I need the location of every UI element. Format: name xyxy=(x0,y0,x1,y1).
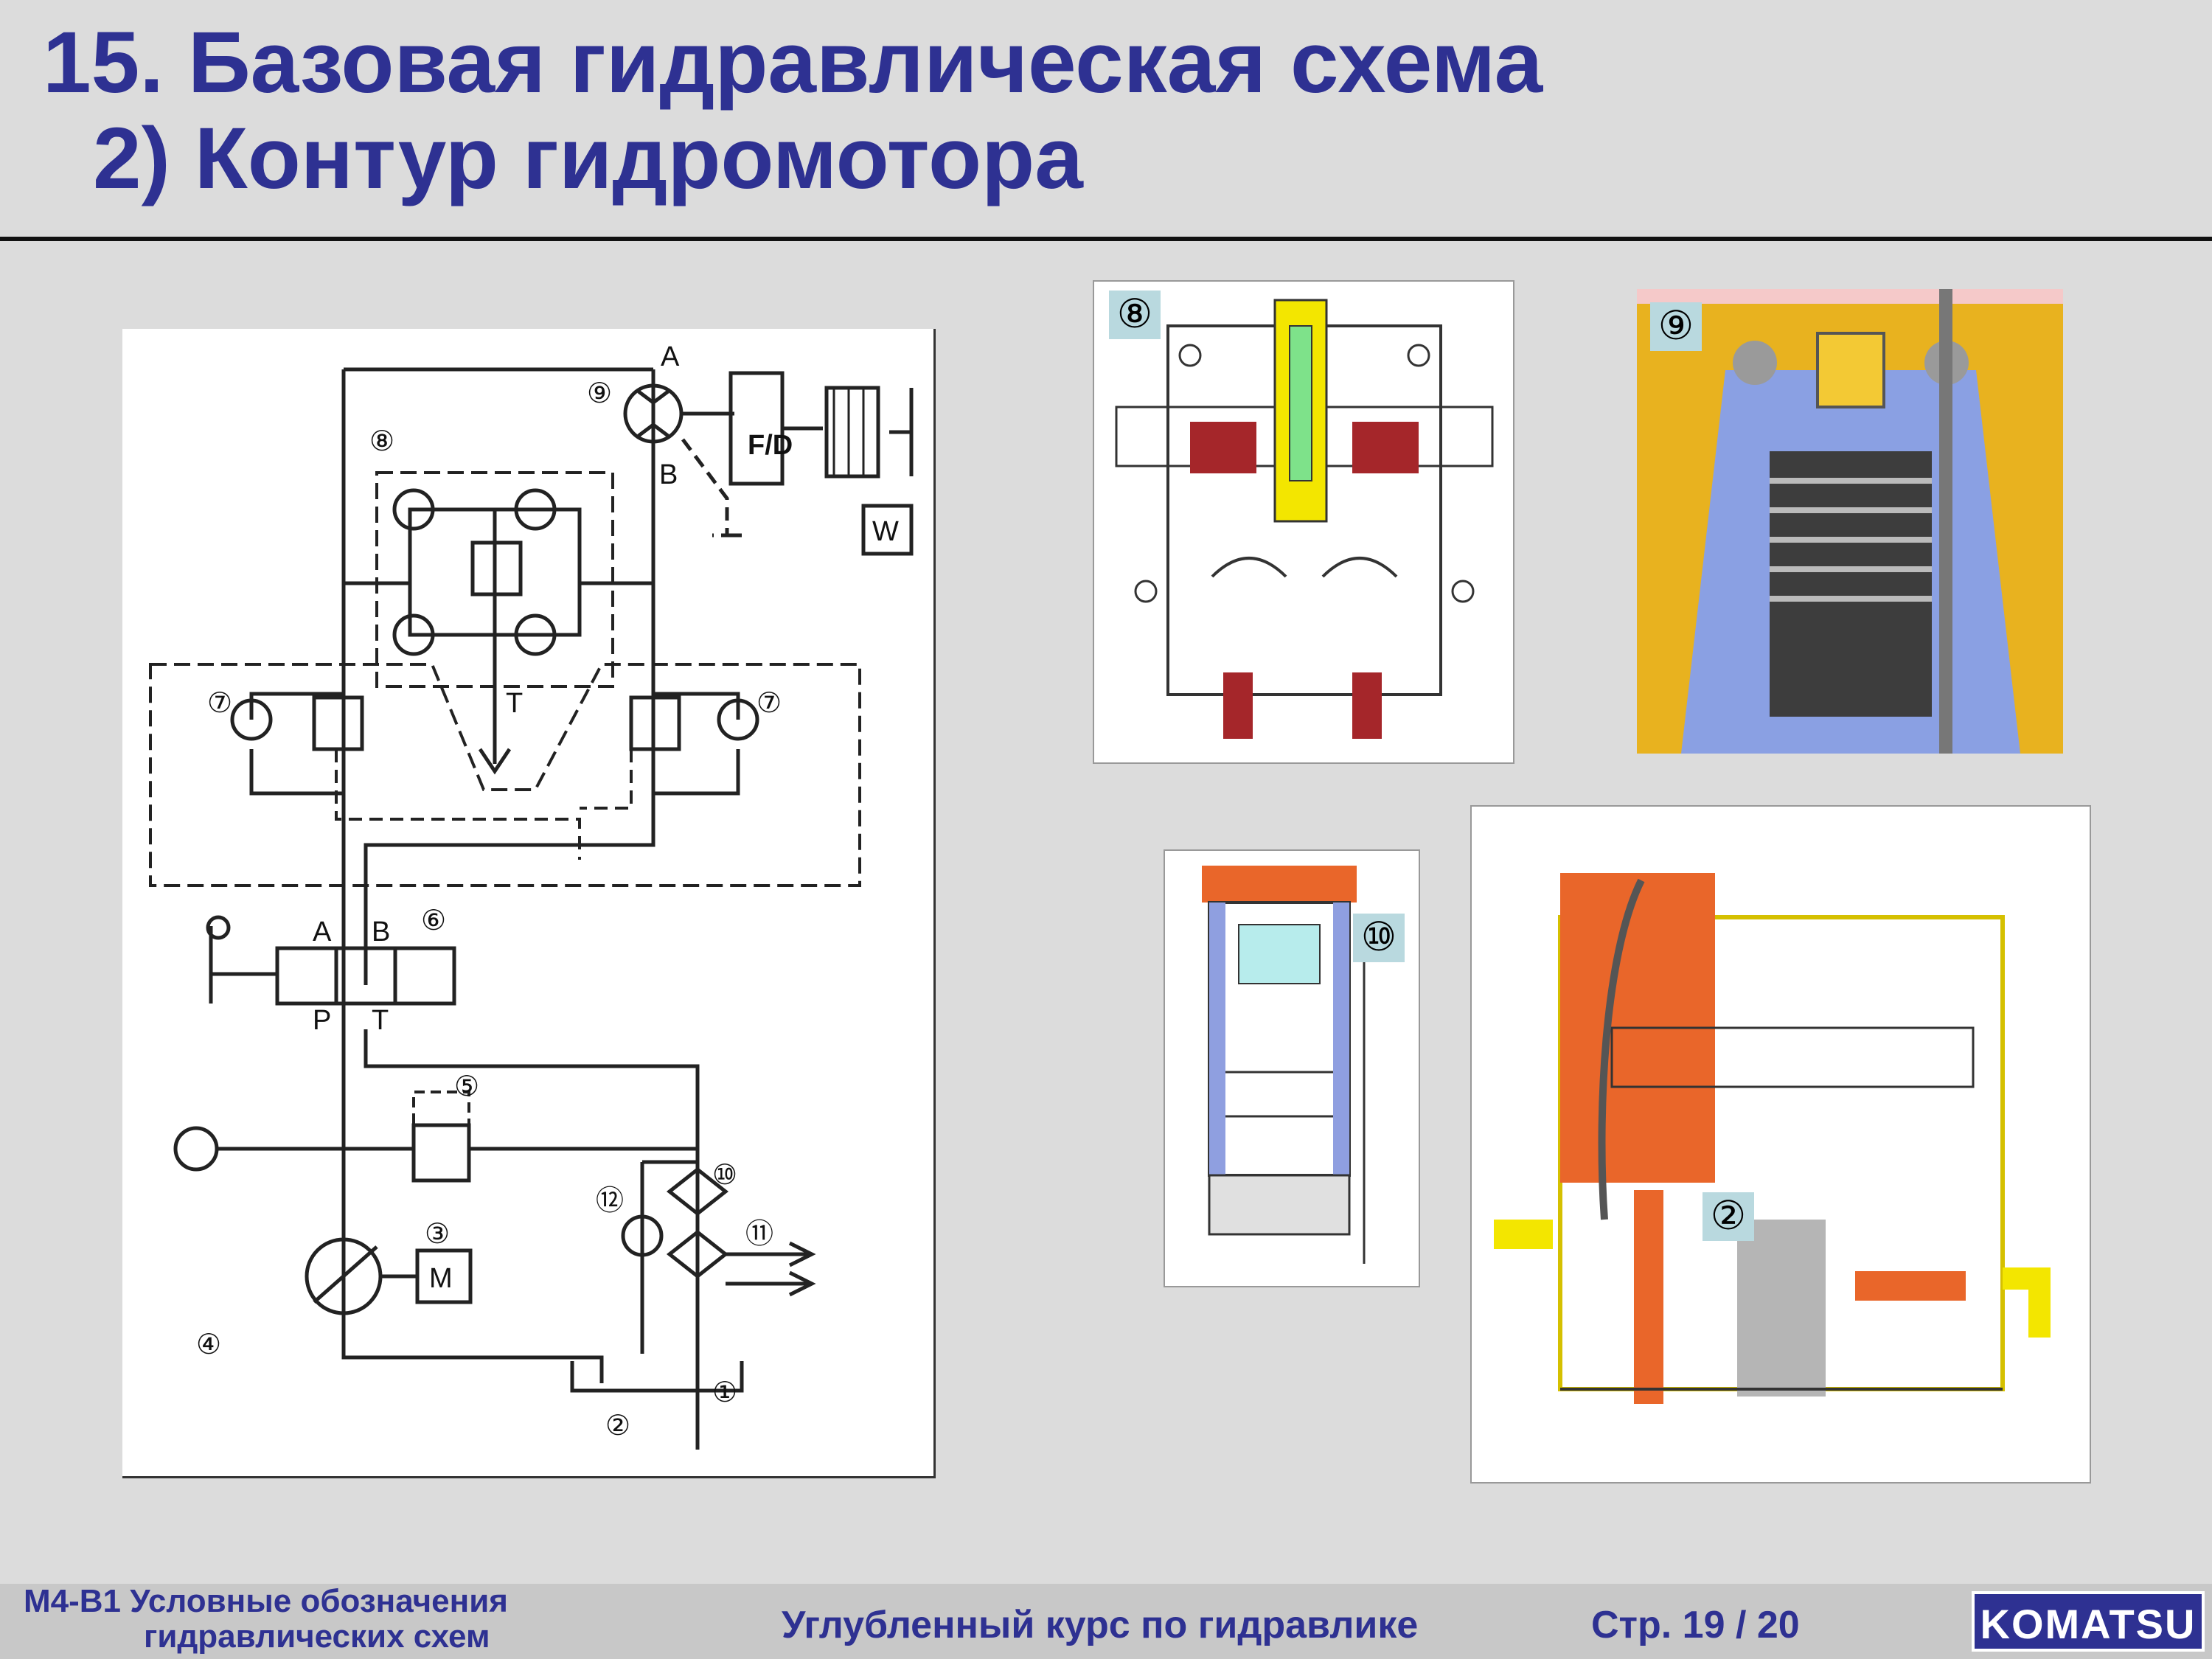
label-11: ⑪ xyxy=(745,1219,773,1250)
label-6: ⑥ xyxy=(421,905,446,936)
komatsu-logo: KOMATSU xyxy=(1972,1591,2205,1652)
label-port-b-motor: B xyxy=(659,459,678,490)
pressure-gauge-symbol xyxy=(173,1126,219,1172)
footer-page-number: Стр. 19 / 20 xyxy=(1591,1604,1800,1646)
label-valve-p: P xyxy=(313,1005,331,1036)
main-supply-line xyxy=(341,369,604,1383)
motor-cutaway-panel: ⑨ xyxy=(1637,289,2063,754)
motor-cutaway-drawing xyxy=(1637,289,2063,754)
return-line xyxy=(364,369,655,985)
label-fd: F/D xyxy=(748,430,793,461)
tank-symbol xyxy=(570,1361,744,1393)
label-10: ⑩ xyxy=(712,1160,737,1191)
relief-valve-section-panel: ⑧ xyxy=(1093,280,1514,764)
footer-course-code-line1: M4-B1 Условные обозначения xyxy=(24,1583,508,1619)
slide-title: 15. Базовая гидравлическая схема 2) Конт… xyxy=(43,15,1543,206)
weight-box xyxy=(861,504,914,556)
filter-section-drawing xyxy=(1202,866,1366,1264)
label-9: ⑨ xyxy=(587,378,612,409)
hydraulic-tank-drawing xyxy=(1494,873,2051,1404)
title-line-1: 15. Базовая гидравлическая схема xyxy=(43,14,1543,111)
footer-course-code: M4-B1 Условные обозначения гидравлически… xyxy=(24,1584,508,1655)
label-valve-a: A xyxy=(313,917,332,947)
label-valve-t: T xyxy=(372,1005,389,1036)
badge-2: ② xyxy=(1703,1192,1754,1241)
label-1: ① xyxy=(712,1377,737,1408)
hydraulic-schematic: ④ ③ ① ② ⑤ ⑥ ⑦ ⑦ ⑧ ⑨ ⑩ ⑪ ⑫ A B F/D W M T … xyxy=(149,341,914,1450)
label-port-a-motor: A xyxy=(661,341,680,372)
electric-motor-box xyxy=(415,1248,473,1304)
hydraulic-tank-panel: ② xyxy=(1470,805,2091,1484)
filter-section-panel: ⑩ xyxy=(1164,849,1420,1287)
relief-valve-section-drawing xyxy=(1115,299,1494,739)
check-valve-right xyxy=(629,695,681,751)
label-2: ② xyxy=(605,1411,630,1441)
check-valve-left xyxy=(312,695,364,751)
label-7-right: ⑦ xyxy=(757,688,782,719)
footer-course-title: Углубленный курс по гидравлике xyxy=(782,1604,1419,1646)
title-line-2: 2) Контур гидромотора xyxy=(93,110,1083,207)
label-3: ③ xyxy=(425,1219,450,1250)
main-relief-valve xyxy=(411,1123,471,1183)
label-w: W xyxy=(872,516,899,547)
label-valve-b: B xyxy=(372,917,390,947)
badge-10: ⑩ xyxy=(1353,914,1405,962)
label-8: ⑧ xyxy=(369,426,394,457)
badge-9: ⑨ xyxy=(1650,302,1702,351)
label-5: ⑤ xyxy=(454,1071,479,1102)
footer-bar: M4-B1 Условные обозначения гидравлически… xyxy=(0,1584,2212,1659)
title-divider xyxy=(0,237,2212,241)
hydraulic-schematic-panel: ④ ③ ① ② ⑤ ⑥ ⑦ ⑦ ⑧ ⑨ ⑩ ⑪ ⑫ A B F/D W M T … xyxy=(122,329,936,1478)
badge-8: ⑧ xyxy=(1109,291,1161,339)
label-12: ⑫ xyxy=(596,1186,624,1217)
label-4: ④ xyxy=(196,1329,221,1360)
label-t-relief: T xyxy=(506,688,523,719)
label-m: M xyxy=(429,1263,453,1294)
label-7-left: ⑦ xyxy=(207,688,232,719)
footer-course-code-line2: гидравлических схем xyxy=(144,1618,490,1655)
final-drive-box xyxy=(728,371,785,486)
